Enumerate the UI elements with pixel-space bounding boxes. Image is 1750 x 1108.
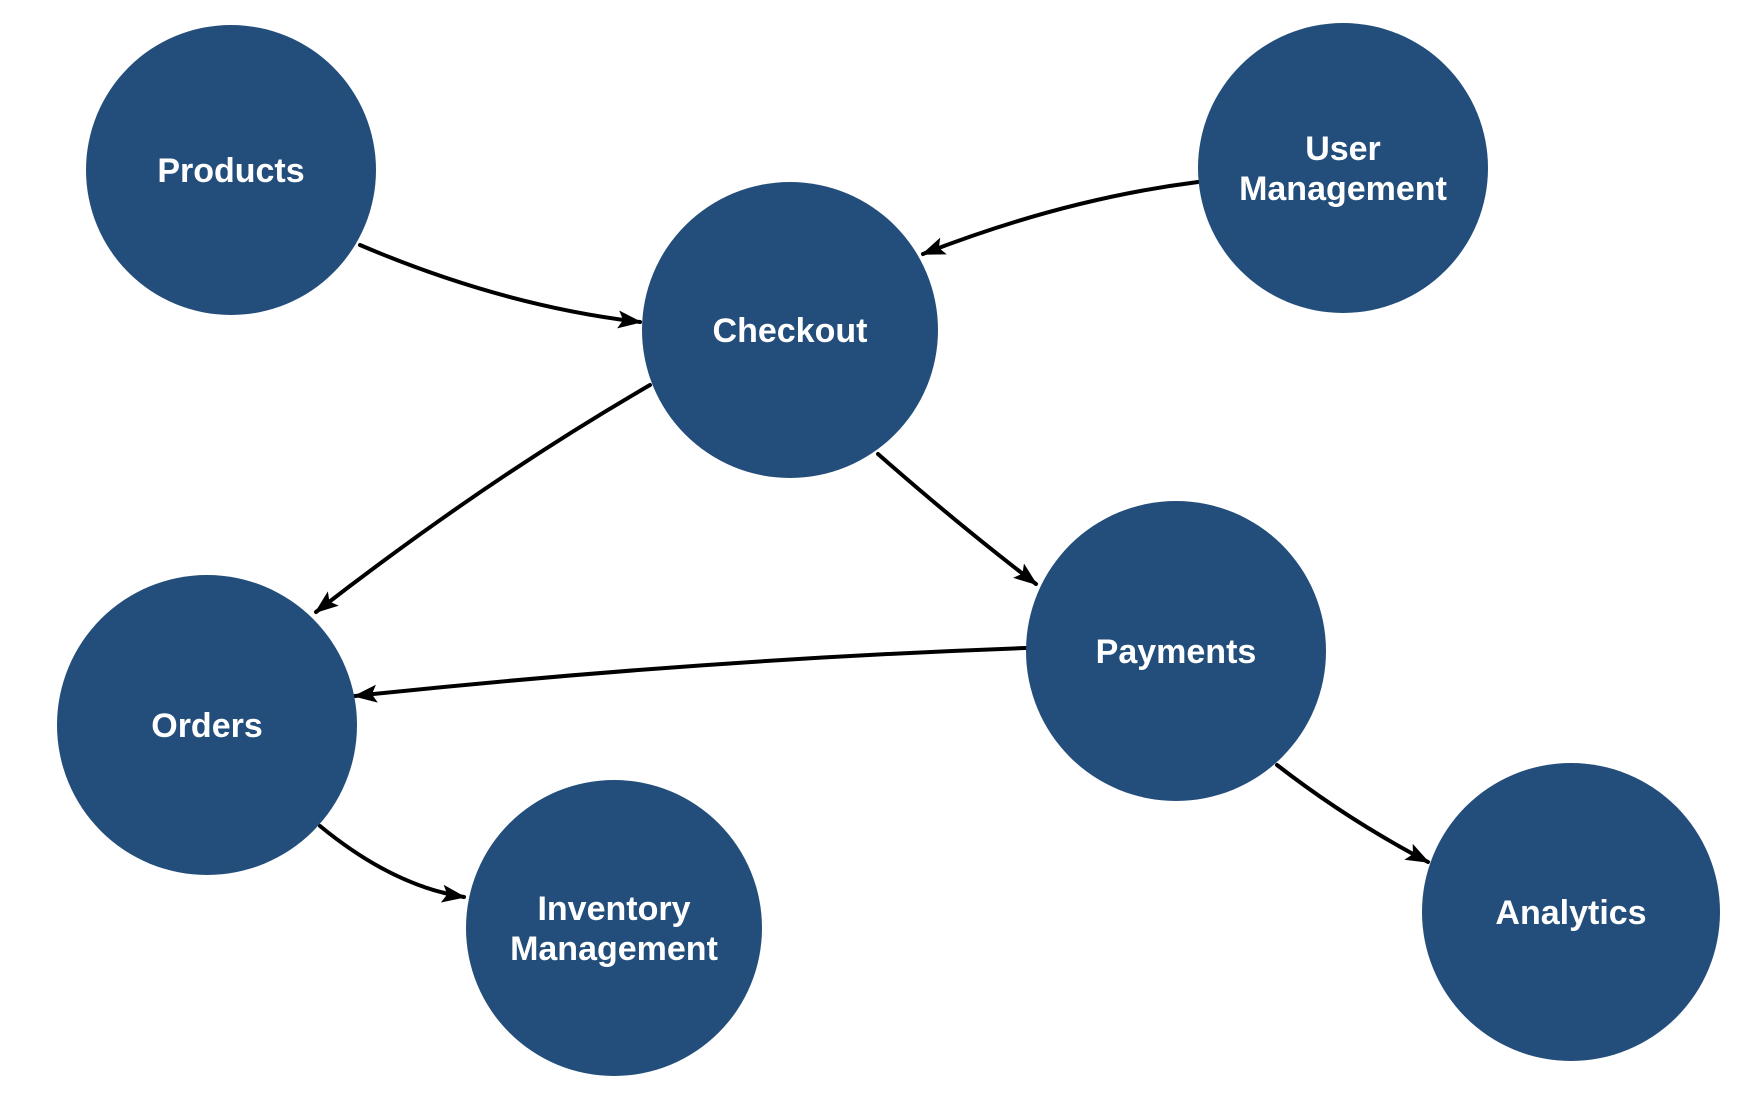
node-label: Payments	[1096, 633, 1257, 671]
edge-payments-to-analytics	[1275, 763, 1430, 864]
node-analytics[interactable]: Analytics	[1422, 763, 1720, 1061]
node-circle[interactable]	[57, 575, 357, 875]
edge-checkout-to-orders	[314, 383, 652, 614]
node-label: Analytics	[1495, 894, 1646, 932]
edge-payments-to-orders	[353, 646, 1028, 703]
node-circle[interactable]	[466, 780, 762, 1076]
node-circle[interactable]	[1026, 501, 1326, 801]
node-label: Orders	[151, 707, 263, 745]
node-label: Products	[157, 152, 304, 190]
edge-checkout-to-payments	[876, 452, 1038, 586]
node-label: Checkout	[713, 312, 868, 350]
node-checkout[interactable]: Checkout	[642, 182, 938, 478]
node-orders[interactable]: Orders	[57, 575, 357, 875]
node-payments[interactable]: Payments	[1026, 501, 1326, 801]
node-circle[interactable]	[1198, 23, 1488, 313]
edges-layer	[314, 180, 1430, 903]
node-circle[interactable]	[642, 182, 938, 478]
edge-orders-to-inventory-management	[318, 824, 466, 903]
edge-user-management-to-checkout	[921, 180, 1200, 256]
node-circle[interactable]	[1422, 763, 1720, 1061]
node-products[interactable]: Products	[86, 25, 376, 315]
edge-products-to-checkout	[358, 243, 642, 329]
node-circle[interactable]	[86, 25, 376, 315]
